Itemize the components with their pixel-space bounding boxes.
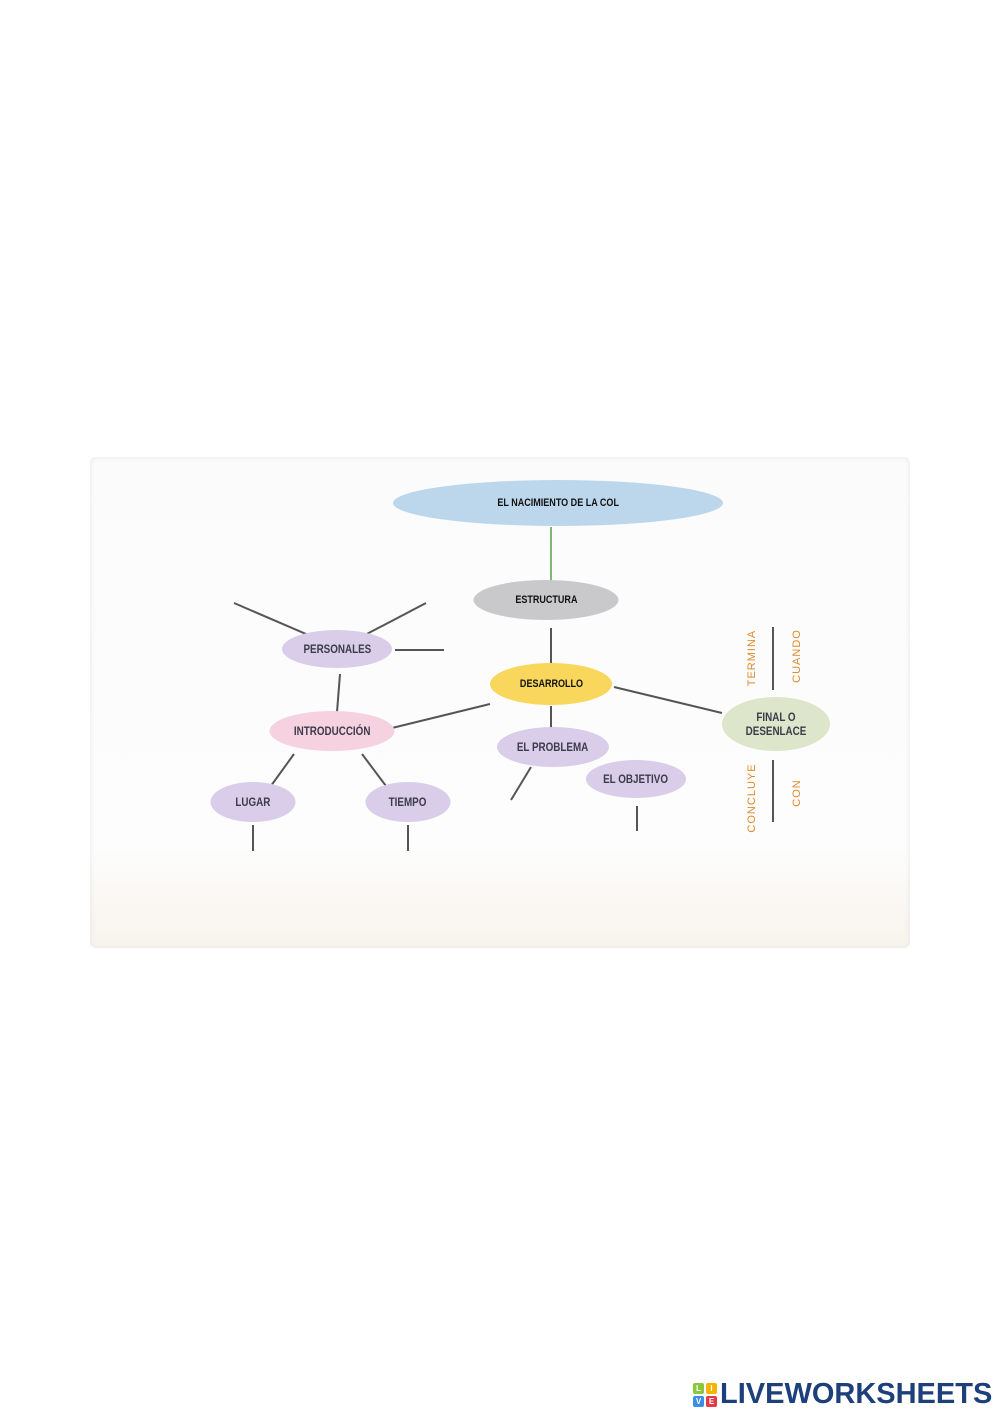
line-development-ending: [613, 686, 723, 714]
development-node: DESARROLLO: [490, 663, 612, 705]
structure-text: ESTRUCTURA: [514, 594, 578, 606]
liveworksheets-logo: L I V E LIVEWORKSHEETS: [692, 1378, 992, 1411]
logo-letter: E: [706, 1395, 717, 1407]
development-text: DESARROLLO: [519, 678, 583, 690]
line-characters-1: [233, 602, 314, 638]
line-characters-introduction: [336, 673, 341, 713]
place-text: LUGAR: [235, 795, 271, 809]
ending-node: FINAL O DESENLACE: [722, 697, 830, 751]
connector-ends: TERMINA: [746, 629, 758, 687]
connector-with: CON: [791, 779, 803, 807]
problem-node: EL PROBLEMA: [497, 727, 609, 767]
introduction-text: INTRODUCCIÓN: [293, 724, 371, 738]
characters-node: PERSONALES: [282, 630, 392, 668]
objective-text: EL OBJETIVO: [603, 772, 669, 786]
introduction-node: INTRODUCCIÓN: [269, 711, 395, 751]
time-text: TIEMPO: [389, 795, 427, 809]
line-problem-down: [510, 766, 532, 801]
line-introduction-time: [361, 753, 390, 791]
line-development-introduction: [391, 703, 491, 729]
connector-when: CUANDO: [791, 629, 803, 683]
characters-text: PERSONALES: [303, 642, 371, 656]
structure-node: ESTRUCTURA: [473, 580, 619, 620]
objective-node: EL OBJETIVO: [586, 760, 686, 798]
line-characters-2: [362, 602, 427, 637]
ending-text: FINAL O DESENLACE: [745, 710, 807, 738]
logo-letter: I: [706, 1382, 717, 1394]
connector-concludes: CONCLUYE: [746, 763, 758, 833]
time-node: TIEMPO: [365, 782, 451, 822]
logo-icon: L I V E: [692, 1382, 718, 1408]
logo-letter: L: [693, 1382, 704, 1394]
brand-name: LIVEWORKSHEETS: [720, 1378, 993, 1410]
title-text: EL NACIMIENTO DE LA COL: [497, 497, 619, 509]
logo-letter: V: [693, 1395, 704, 1407]
title-node: EL NACIMIENTO DE LA COL: [393, 480, 723, 526]
problem-text: EL PROBLEMA: [517, 740, 589, 754]
place-node: LUGAR: [210, 782, 296, 822]
